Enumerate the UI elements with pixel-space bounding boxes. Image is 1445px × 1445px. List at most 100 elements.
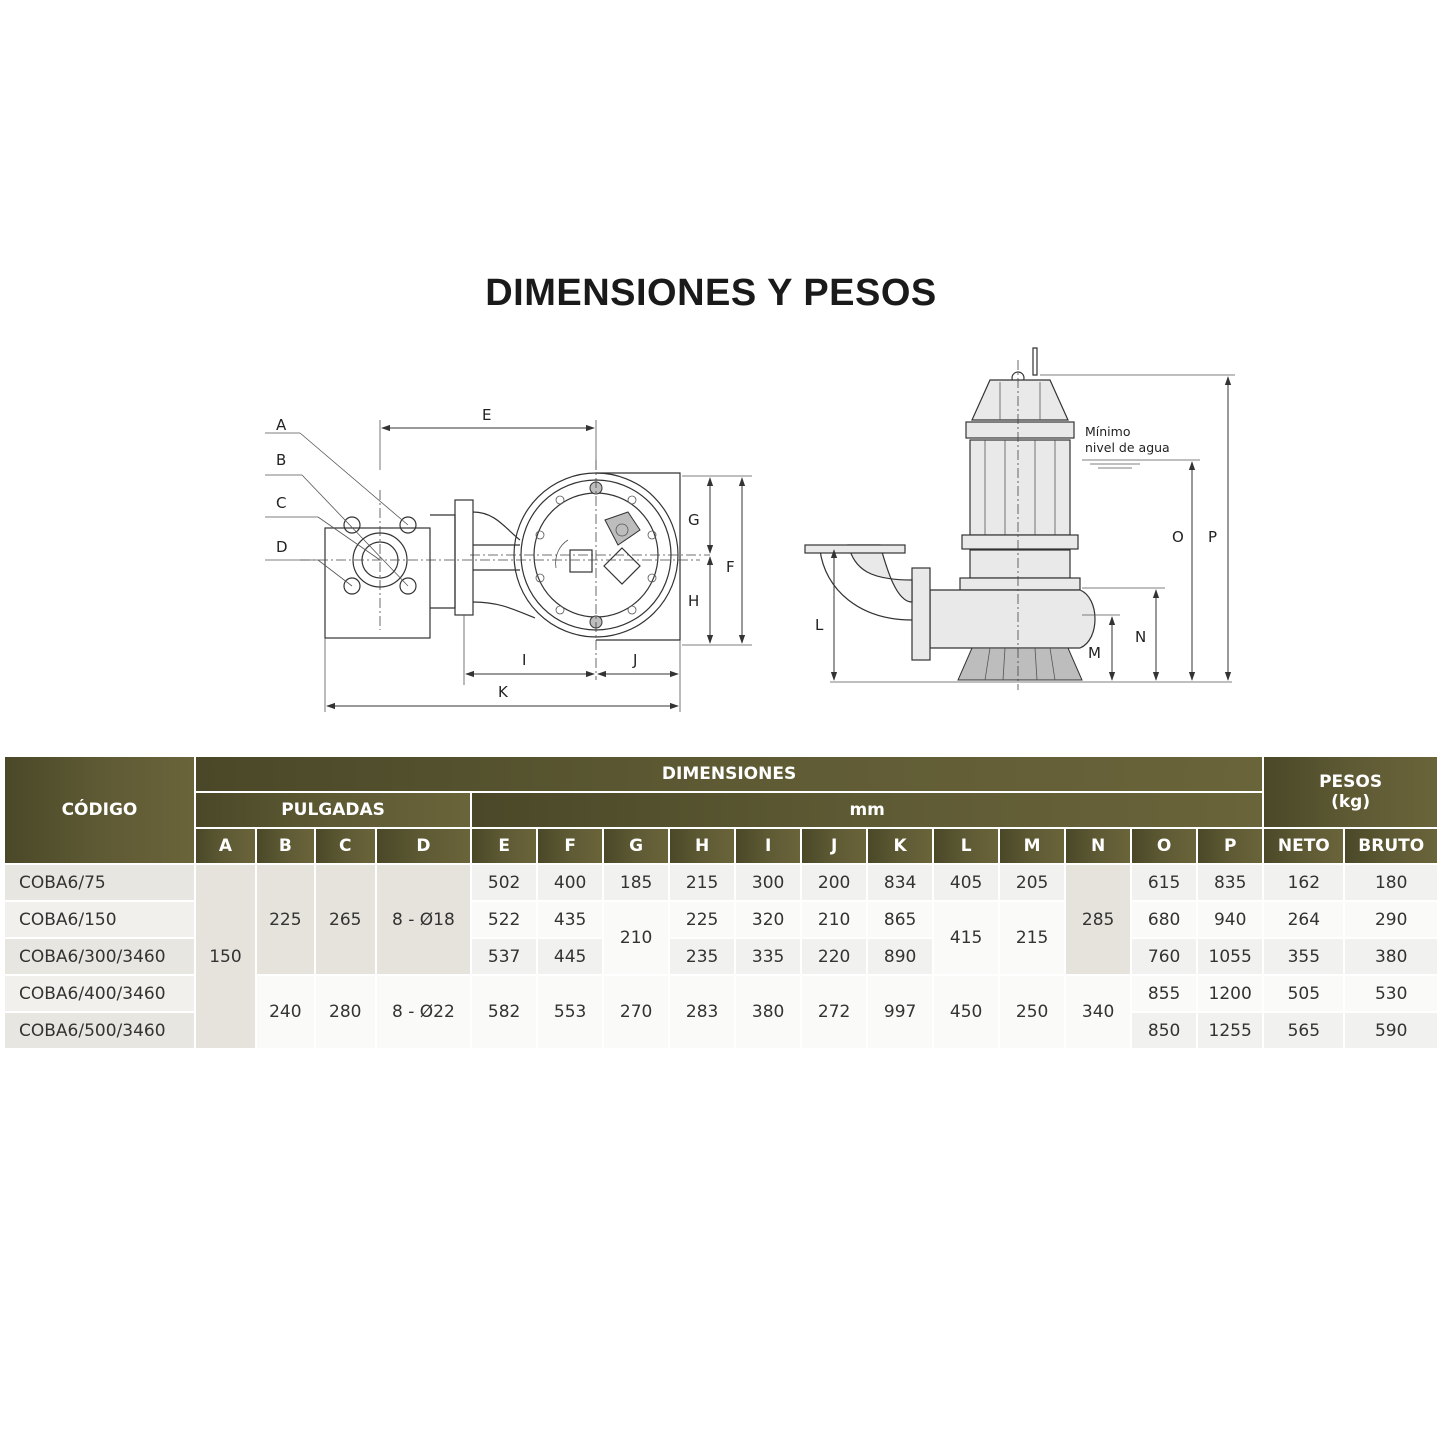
table-row: COBA6/400/3460 240 280 8 - Ø22 582 553 2… — [5, 976, 1437, 1048]
cell-g: 185 — [604, 865, 669, 900]
cell-f: 400 — [538, 865, 603, 900]
label-a: A — [276, 416, 287, 434]
cell-code: COBA6/75 — [5, 865, 194, 900]
cell-p: 835 — [1198, 865, 1263, 900]
header-pesos: PESOS(kg) — [1264, 757, 1437, 827]
col-o: O — [1132, 829, 1197, 863]
col-g: G — [604, 829, 669, 863]
cell-d: 8 - Ø18 — [376, 865, 471, 974]
cell-j: 272 — [802, 976, 867, 1048]
cell-m: 250 — [1000, 976, 1065, 1048]
cell-f: 435 — [538, 902, 603, 937]
cell-i: 335 — [736, 939, 801, 974]
cell-g: 270 — [604, 976, 669, 1048]
header-dimensiones: DIMENSIONES — [195, 757, 1263, 791]
cell-bruto: 380 — [1345, 939, 1437, 974]
col-k: K — [868, 829, 933, 863]
label-k: K — [498, 683, 509, 701]
col-p: P — [1198, 829, 1263, 863]
col-d: D — [376, 829, 471, 863]
table-row: COBA6/300/3460 537 445 235 335 220 890 7… — [5, 939, 1437, 974]
cell-h: 225 — [670, 902, 735, 937]
header-mm: mm — [472, 793, 1263, 827]
label-j: J — [632, 651, 637, 669]
cell-o: 680 — [1132, 902, 1197, 937]
water-level-label-2: nivel de agua — [1085, 440, 1170, 455]
base-stand — [957, 647, 1083, 681]
cell-j: 220 — [802, 939, 867, 974]
label-e: E — [482, 406, 491, 424]
col-l: L — [934, 829, 999, 863]
cell-k: 834 — [868, 865, 933, 900]
cell-code: COBA6/150 — [5, 902, 194, 937]
col-a: A — [195, 829, 255, 863]
header-pulgadas: PULGADAS — [195, 793, 471, 827]
cell-neto: 264 — [1264, 902, 1344, 937]
label-i: I — [522, 651, 526, 669]
cell-i: 380 — [736, 976, 801, 1048]
cell-bruto: 180 — [1345, 865, 1437, 900]
label-n: N — [1135, 628, 1146, 646]
cell-f: 445 — [538, 939, 603, 974]
col-i: I — [736, 829, 801, 863]
cell-n: 340 — [1066, 976, 1131, 1048]
cell-g: 210 — [604, 902, 669, 974]
label-l: L — [815, 616, 824, 634]
col-c: C — [315, 829, 375, 863]
cell-neto: 505 — [1264, 976, 1344, 1011]
cell-bruto: 290 — [1345, 902, 1437, 937]
label-b: B — [276, 451, 286, 469]
cell-n: 285 — [1066, 865, 1131, 974]
cell-p: 1055 — [1198, 939, 1263, 974]
cell-p: 940 — [1198, 902, 1263, 937]
water-level-label-1: Mínimo — [1085, 424, 1130, 439]
cell-p: 1255 — [1198, 1013, 1263, 1048]
pump-casing — [929, 589, 1096, 649]
cell-h: 283 — [670, 976, 735, 1048]
cell-bruto: 530 — [1345, 976, 1437, 1011]
cell-e: 582 — [472, 976, 537, 1048]
label-o: O — [1172, 528, 1184, 546]
cell-h: 235 — [670, 939, 735, 974]
cell-o: 615 — [1132, 865, 1197, 900]
top-view: A B C D E F G H I J K — [265, 406, 752, 712]
col-n: N — [1066, 829, 1131, 863]
cell-k: 865 — [868, 902, 933, 937]
cell-p: 1200 — [1198, 976, 1263, 1011]
table-row: COBA6/500/3460 850 1255 565 590 — [5, 1013, 1437, 1048]
cell-c: 280 — [315, 976, 375, 1048]
cell-e: 537 — [472, 939, 537, 974]
col-e: E — [472, 829, 537, 863]
cell-f: 553 — [538, 976, 603, 1048]
col-h: H — [670, 829, 735, 863]
cell-k: 890 — [868, 939, 933, 974]
cell-c: 265 — [315, 865, 375, 974]
cell-l: 405 — [934, 865, 999, 900]
cell-b: 225 — [256, 865, 314, 974]
cell-d: 8 - Ø22 — [376, 976, 471, 1048]
table-row: COBA6/75 150 225 265 8 - Ø18 502 400 185… — [5, 865, 1437, 1048]
cell-o: 855 — [1132, 976, 1197, 1011]
header-codigo: CÓDIGO — [5, 757, 194, 863]
cell-neto: 355 — [1264, 939, 1344, 974]
label-f: F — [726, 558, 735, 576]
cell-b: 240 — [256, 976, 314, 1048]
cell-neto: 162 — [1264, 865, 1344, 900]
cell-h: 215 — [670, 865, 735, 900]
cell-bruto: 590 — [1345, 1013, 1437, 1048]
motor-body — [969, 439, 1071, 536]
cell-code: COBA6/300/3460 — [5, 939, 194, 974]
cell-o: 850 — [1132, 1013, 1197, 1048]
pump-dimension-drawing: A B C D E F G H I J K — [265, 347, 1235, 712]
label-m: M — [1088, 644, 1101, 662]
label-p: P — [1208, 528, 1217, 546]
label-d: D — [276, 538, 288, 556]
col-bruto: BRUTO — [1345, 829, 1437, 863]
label-h: H — [688, 592, 699, 610]
cell-i: 320 — [736, 902, 801, 937]
col-m: M — [1000, 829, 1065, 863]
cell-j: 210 — [802, 902, 867, 937]
label-c: C — [276, 494, 286, 512]
outlet-flange-side — [804, 544, 906, 554]
col-neto: NETO — [1264, 829, 1344, 863]
